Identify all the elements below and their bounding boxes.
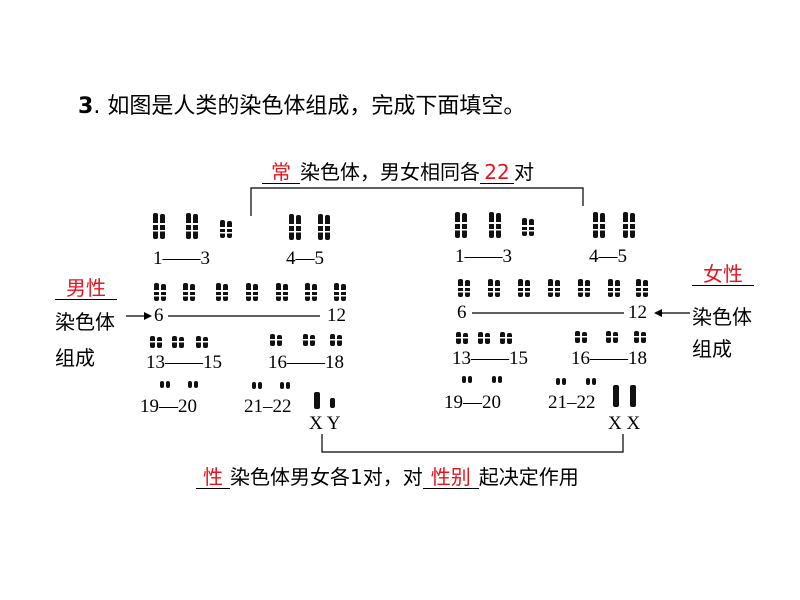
male-chr-11 bbox=[304, 283, 318, 301]
male-chr-18 bbox=[329, 334, 343, 346]
male-chr-17 bbox=[302, 334, 316, 346]
bottom-answer-1: 性 bbox=[203, 465, 223, 489]
female-chr-14 bbox=[477, 332, 491, 344]
top-blank: 常 bbox=[262, 162, 300, 184]
female-chr-13 bbox=[455, 332, 469, 344]
female-chr-10 bbox=[577, 279, 591, 297]
female-chr-1 bbox=[454, 212, 468, 238]
female-chr-2 bbox=[488, 212, 502, 238]
female-chr-8 bbox=[517, 279, 531, 297]
female-side-line1: 染色体 bbox=[692, 305, 752, 329]
male-chr-19 bbox=[160, 381, 170, 388]
female-chr-17 bbox=[605, 331, 619, 343]
count-blank: 22 bbox=[480, 162, 514, 184]
male-chr-10 bbox=[275, 283, 289, 301]
male-chr-15 bbox=[195, 336, 209, 348]
female-label-xx: X X bbox=[608, 413, 641, 434]
bottom-caption: 性染色体男女各1对，对性别起决定作用 bbox=[196, 461, 579, 490]
male-chr-8 bbox=[215, 283, 229, 301]
female-chr-9 bbox=[547, 279, 561, 297]
bottom-caption-end: 起决定作用 bbox=[478, 465, 579, 489]
female-chr-19 bbox=[462, 376, 472, 383]
male-chromosomes bbox=[149, 213, 347, 409]
male-label-6: 6 bbox=[154, 305, 164, 326]
male-chr-13 bbox=[149, 336, 163, 348]
male-label-13-15: 13——15 bbox=[146, 352, 222, 373]
male-label-16-18: 16——18 bbox=[268, 352, 344, 373]
female-label-19-20: 19—20 bbox=[444, 392, 501, 413]
female-label-6: 6 bbox=[457, 302, 467, 323]
female-chr-11 bbox=[607, 279, 621, 297]
female-label-16-18: 16——18 bbox=[571, 348, 647, 369]
male-chr-2 bbox=[185, 213, 199, 239]
top-caption-end: 对 bbox=[514, 160, 534, 184]
male-chr-12 bbox=[333, 283, 347, 301]
male-chr-x bbox=[314, 392, 320, 409]
male-chr-14 bbox=[171, 336, 185, 348]
female-chr-20 bbox=[492, 376, 502, 383]
male-side-line1: 染色体 bbox=[55, 310, 115, 334]
male-arrow bbox=[126, 312, 152, 320]
male-chr-22 bbox=[280, 382, 290, 389]
top-bracket bbox=[250, 187, 584, 216]
female-chr-18 bbox=[633, 331, 647, 343]
male-label-4-5: 4—5 bbox=[286, 248, 324, 269]
female-side-answer: 女性 bbox=[692, 262, 754, 286]
male-label-12: 12 bbox=[327, 305, 346, 326]
male-label-1-3: 1——3 bbox=[153, 248, 210, 269]
male-label-21-22: 21–22 bbox=[244, 396, 292, 417]
question-separator: . bbox=[93, 94, 101, 119]
male-chr-7 bbox=[182, 283, 196, 301]
question-number: 3 bbox=[78, 94, 94, 119]
female-label-13-15: 13——15 bbox=[452, 348, 528, 369]
female-chr-6 bbox=[457, 279, 471, 297]
female-answer: 女性 bbox=[703, 262, 743, 286]
female-chr-5 bbox=[622, 212, 636, 238]
male-label-19-20: 19—20 bbox=[140, 396, 197, 417]
bottom-bracket bbox=[321, 434, 624, 453]
male-side-answer: 男性 bbox=[55, 276, 117, 300]
male-chr-6 bbox=[153, 283, 167, 301]
female-chr-16 bbox=[574, 331, 588, 343]
female-arrow bbox=[654, 309, 690, 317]
female-chr-22 bbox=[586, 378, 596, 385]
female-chr-21 bbox=[556, 378, 566, 385]
female-chr-7 bbox=[487, 279, 501, 297]
male-label-xy: X Y bbox=[309, 413, 341, 434]
male-chr-9 bbox=[245, 283, 259, 301]
question-title: 3. 如图是人类的染色体组成，完成下面填空。 bbox=[78, 88, 525, 120]
male-chr-4 bbox=[288, 214, 302, 240]
male-chr-1 bbox=[152, 213, 166, 239]
bottom-blank-1: 性 bbox=[196, 467, 230, 489]
female-chr-4 bbox=[592, 212, 606, 238]
female-label-21-22: 21–22 bbox=[548, 392, 596, 413]
male-chr-20 bbox=[188, 381, 198, 388]
bottom-caption-middle: 染色体男女各1对，对 bbox=[230, 465, 423, 489]
female-chr-x1 bbox=[613, 385, 619, 407]
female-side-line2: 组成 bbox=[692, 337, 732, 361]
male-chr-5 bbox=[317, 214, 331, 240]
bottom-answer-2: 性别 bbox=[430, 465, 471, 489]
female-chr-x2 bbox=[630, 385, 636, 407]
female-chr-12 bbox=[635, 279, 649, 297]
male-chr-21 bbox=[252, 382, 262, 389]
top-blank-answer: 常 bbox=[271, 160, 291, 184]
female-label-1-3: 1——3 bbox=[455, 246, 512, 267]
male-chr-y bbox=[330, 398, 335, 408]
female-chromosomes bbox=[454, 212, 649, 407]
female-chr-3 bbox=[521, 218, 535, 236]
male-answer: 男性 bbox=[66, 276, 106, 300]
question-prompt: 如图是人类的染色体组成，完成下面填空。 bbox=[107, 94, 526, 119]
male-chr-16 bbox=[269, 334, 283, 346]
male-side-line2: 组成 bbox=[55, 346, 95, 370]
female-label-12: 12 bbox=[628, 302, 647, 323]
count-blank-answer: 22 bbox=[484, 160, 510, 184]
male-chr-3 bbox=[219, 220, 233, 238]
top-caption-text: 染色体，男女相同各 bbox=[300, 160, 480, 184]
bottom-blank-2: 性别 bbox=[422, 465, 479, 489]
female-label-4-5: 4—5 bbox=[589, 246, 627, 267]
female-chr-15 bbox=[499, 332, 513, 344]
